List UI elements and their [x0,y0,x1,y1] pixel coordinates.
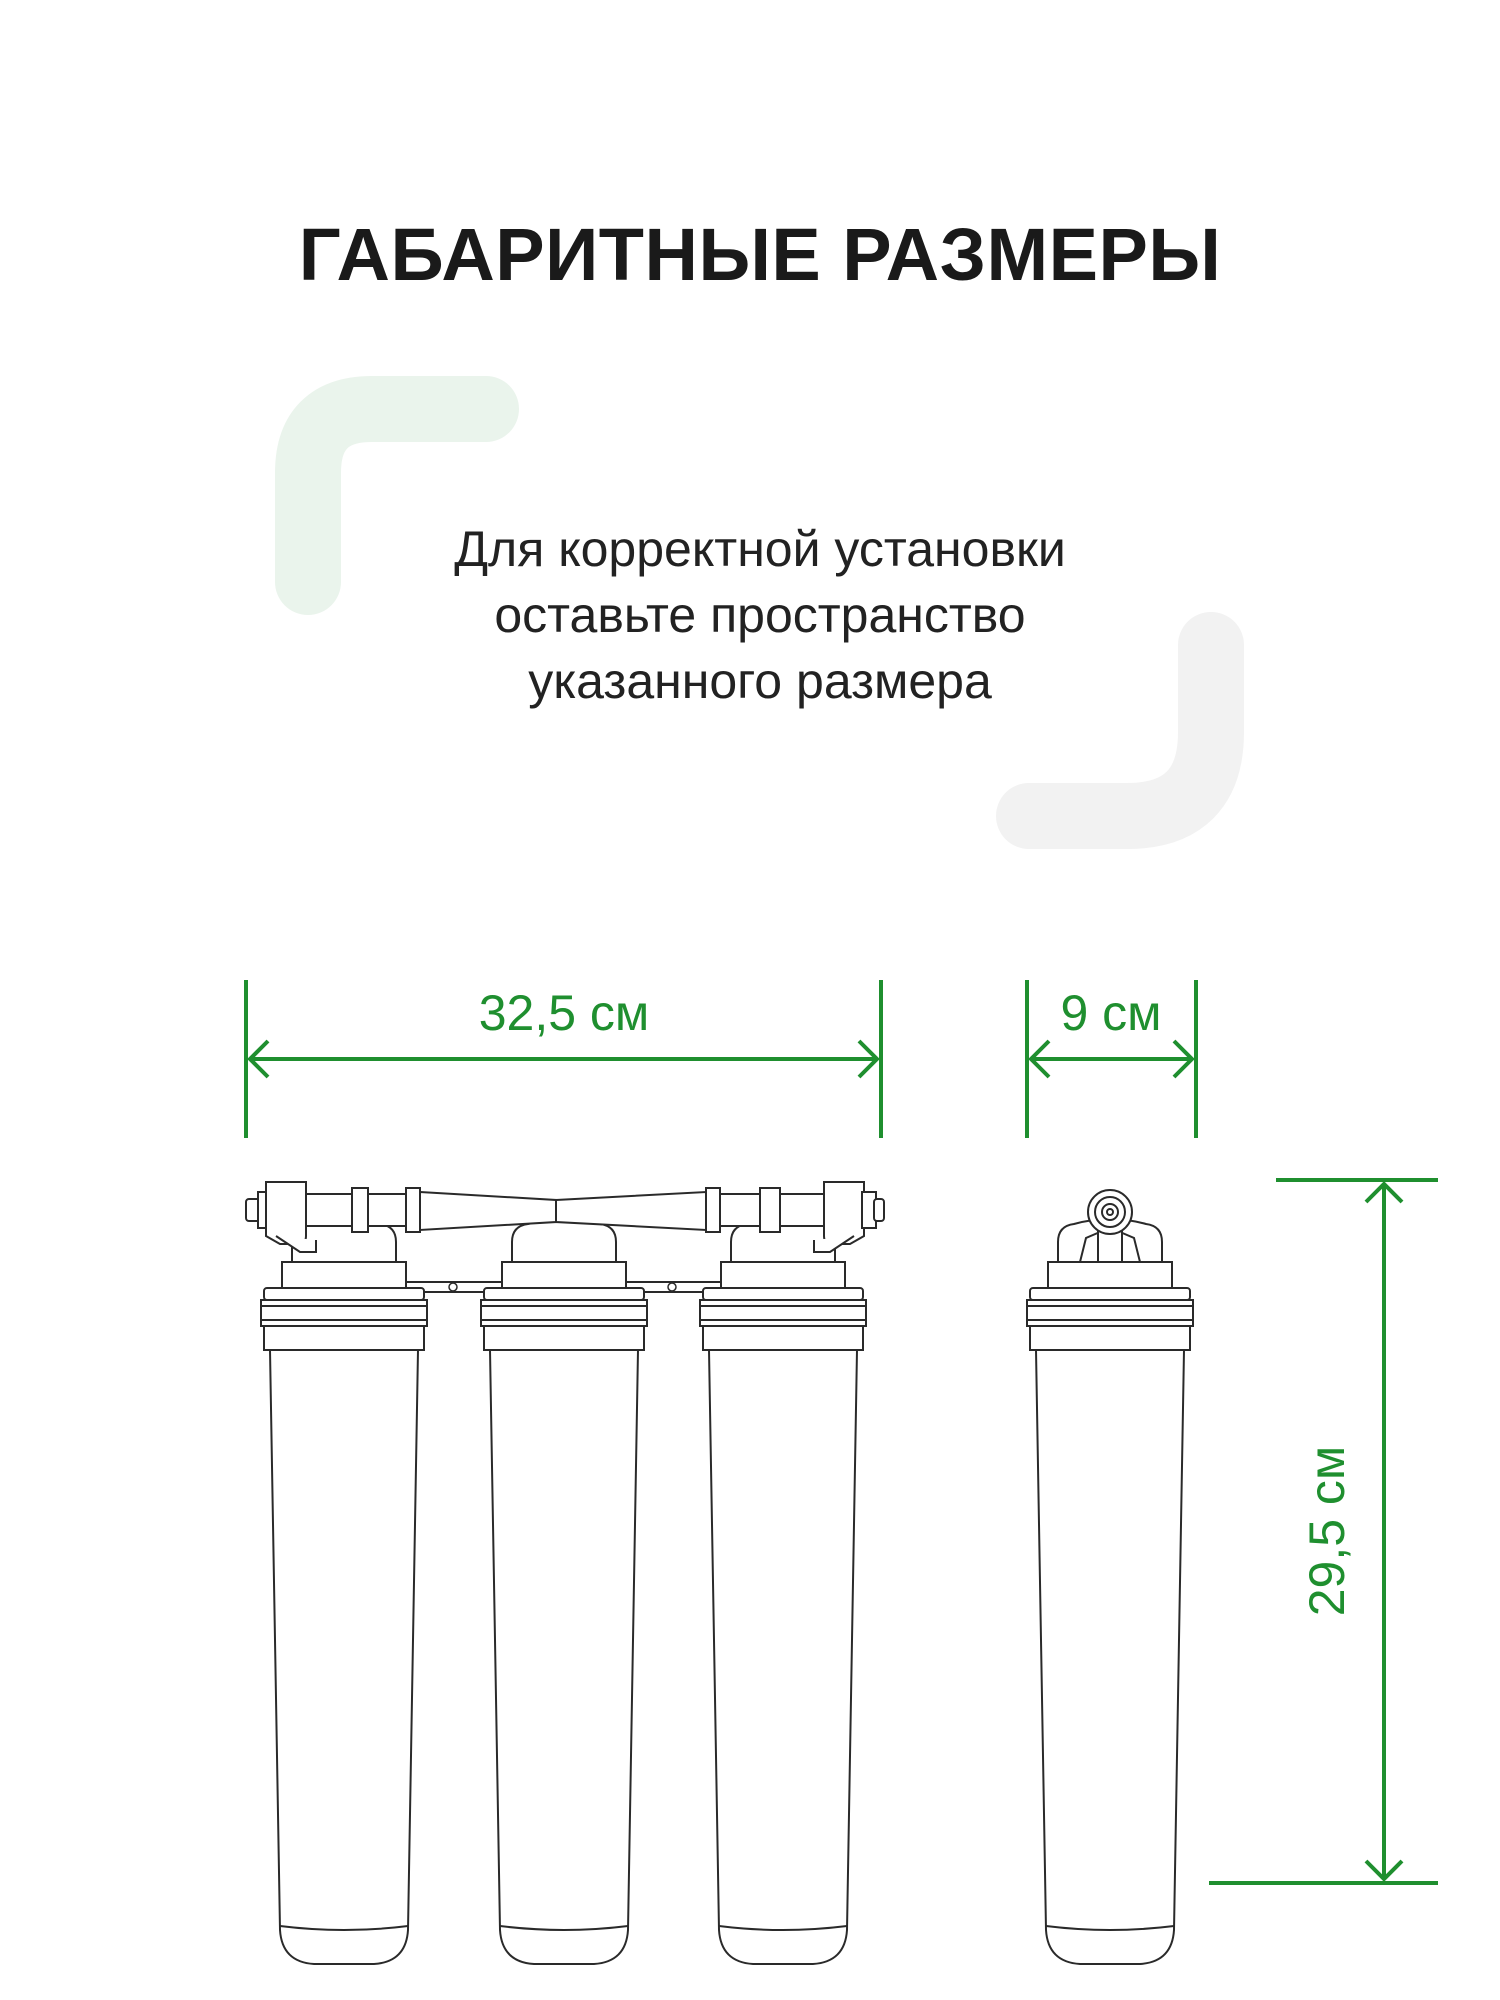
filter-side-view [1026,1189,1194,1965]
cartridge-1 [260,1218,428,1965]
pipe-manifold [245,1181,885,1253]
height-label: 29,5 см [1299,1446,1355,1617]
installation-note-line-2: оставьте пространство [494,587,1026,643]
side-cartridge [1026,1218,1194,1965]
cartridge-3 [699,1218,867,1965]
depth-label: 9 см [1060,985,1161,1041]
deco-corner-gray [996,612,1244,849]
side-fitting [1078,1189,1142,1263]
filter-front-view [245,1181,885,1965]
depth-dimension [1025,980,1198,1138]
page-title: ГАБАРИТНЫЕ РАЗМЕРЫ [298,213,1222,296]
cartridge-2 [480,1218,648,1965]
installation-note-line-1: Для корректной установки [454,521,1066,577]
deco-corner-green [275,376,519,615]
width-dimension [244,980,883,1138]
height-dimension [1209,1178,1438,1885]
installation-note-line-3: указанного размера [528,653,992,709]
width-label: 32,5 см [479,985,650,1041]
installation-note: Для корректной установки оставьте простр… [380,516,1140,714]
